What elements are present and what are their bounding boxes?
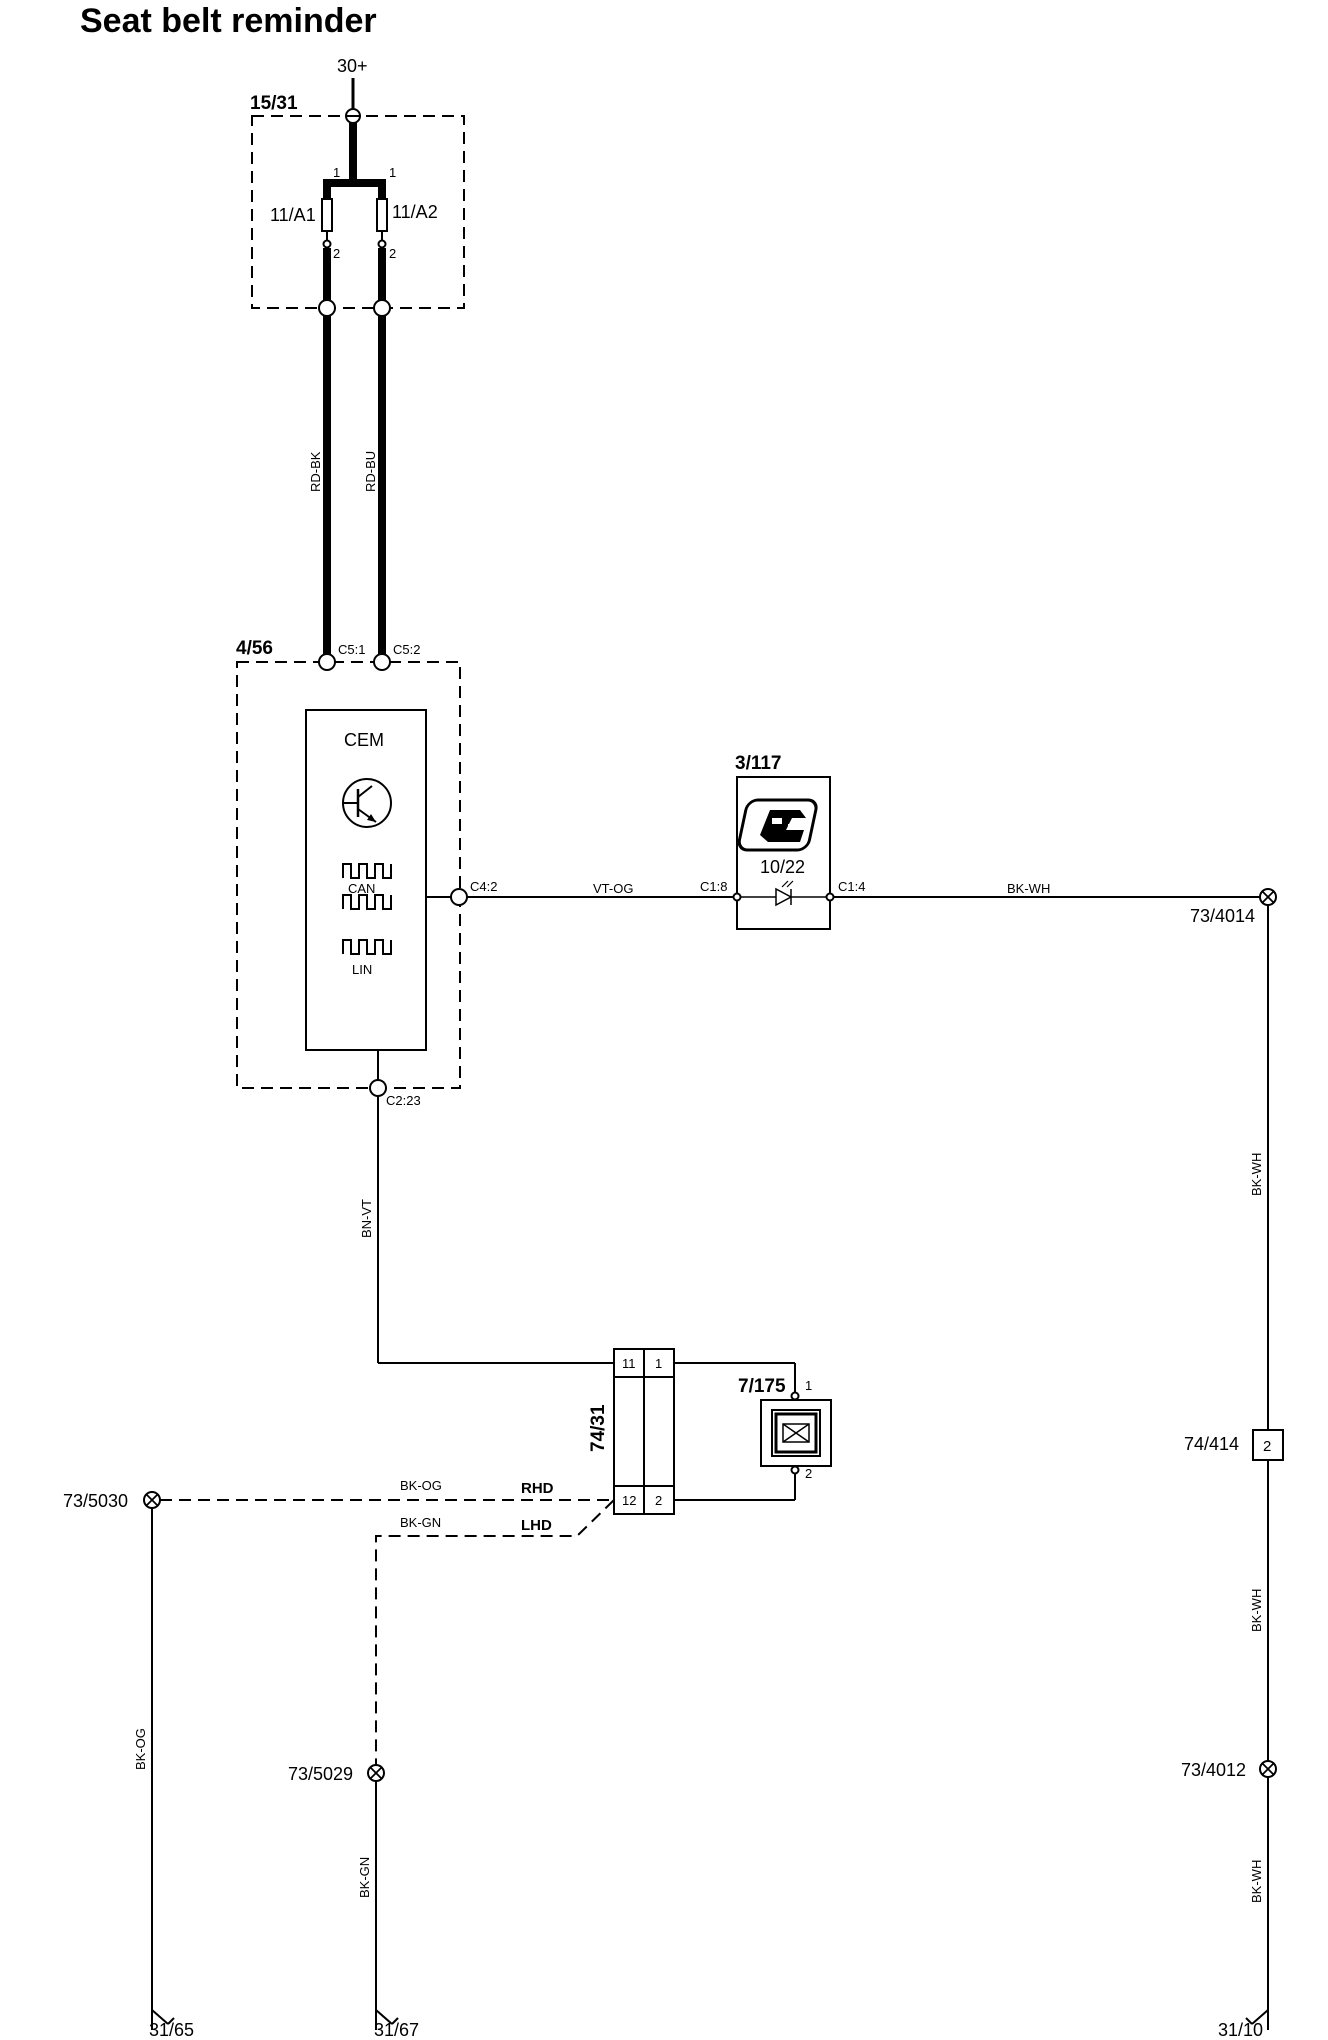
transistor-icon xyxy=(342,778,392,828)
connector-pin-2: 2 xyxy=(655,1493,662,1508)
wire-bk-gn-label: BK-GN xyxy=(400,1515,441,1530)
wire-bk-wh-label-top: BK-WH xyxy=(1007,881,1050,896)
ground-point-5030-icon xyxy=(143,1491,161,1509)
variant-lhd-label: LHD xyxy=(521,1517,552,1534)
diagram-title: Seat belt reminder xyxy=(80,2,377,40)
wire-bk-wh-label-right3: BK-WH xyxy=(1249,1860,1264,1903)
connector-pin-11: 11 xyxy=(622,1356,636,1371)
supply-label: 30+ xyxy=(337,56,368,76)
ground-symbol-31-65 xyxy=(151,2009,175,2030)
fuse1-pin-in: 1 xyxy=(333,165,340,180)
fuse-box-outline xyxy=(251,115,465,309)
fuse-box-id: 15/31 xyxy=(250,93,298,114)
ground-point-4014-icon xyxy=(1259,888,1277,906)
cem-c5-1: C5:1 xyxy=(338,642,365,657)
connector-414-label: 74/414 xyxy=(1184,1434,1239,1454)
fuse-11-a2 xyxy=(376,198,388,232)
ground-point-5029-icon xyxy=(367,1764,385,1782)
ground-31-65-label: 31/65 xyxy=(149,2020,194,2040)
wire-bk-gn-label-vertical: BK-GN xyxy=(357,1857,372,1898)
ground-point-5030-label: 73/5030 xyxy=(63,1491,128,1511)
wire-bk-og-label: BK-OG xyxy=(400,1478,442,1493)
connector-74-414 xyxy=(1252,1429,1284,1461)
wire-rd-bu-label: RD-BU xyxy=(363,451,378,492)
cem-c2-23: C2:23 xyxy=(386,1093,421,1108)
fuse2-pin-in: 1 xyxy=(389,165,396,180)
fuse1-label: 11/A1 xyxy=(270,205,316,225)
cem-label: CEM xyxy=(344,730,384,750)
cem-box xyxy=(305,709,427,1051)
ground-point-4012-label: 73/4012 xyxy=(1181,1760,1246,1780)
connector-414-pin: 2 xyxy=(1263,1438,1271,1455)
ground-symbol-31-10 xyxy=(1245,2009,1269,2030)
fuse-11-a1 xyxy=(321,198,333,232)
belt-buckle-icon xyxy=(771,1409,821,1457)
led-icon xyxy=(741,880,826,907)
cem-c4-2: C4:2 xyxy=(470,879,497,894)
cem-can-label: CAN xyxy=(348,881,375,896)
cem-lin-label: LIN xyxy=(352,962,372,977)
wire-bn-vt-label: BN-VT xyxy=(359,1199,374,1238)
indicator-c1-8: C1:8 xyxy=(700,879,727,894)
can-signal-icon xyxy=(342,863,392,910)
cem-c5-2: C5:2 xyxy=(393,642,420,657)
connector-pin-12: 12 xyxy=(622,1493,636,1508)
fuse2-label: 11/A2 xyxy=(392,202,438,222)
wire-vt-og-label: VT-OG xyxy=(593,881,633,896)
lin-signal-icon xyxy=(342,939,392,955)
seat-belt-warning-icon xyxy=(737,798,818,852)
indicator-c1-4: C1:4 xyxy=(838,879,865,894)
ground-point-4012-icon xyxy=(1259,1760,1277,1778)
fuse1-pin-out: 2 xyxy=(333,246,340,261)
ground-point-5029-label: 73/5029 xyxy=(288,1764,353,1784)
wire-bk-og-label-vertical: BK-OG xyxy=(133,1728,148,1770)
ground-point-4014-label: 73/4014 xyxy=(1190,906,1255,926)
connector-74-31-label: 74/31 xyxy=(588,1404,609,1452)
ground-31-67-label: 31/67 xyxy=(374,2020,419,2040)
wire-bk-gn-lhd xyxy=(375,1499,615,1765)
ground-symbol-31-67 xyxy=(375,2009,399,2030)
variant-rhd-label: RHD xyxy=(521,1480,554,1497)
wire-rd-bk-label: RD-BK xyxy=(308,451,323,492)
buckle-switch-pin2: 2 xyxy=(805,1466,812,1481)
buckle-switch-id: 7/175 xyxy=(738,1376,786,1397)
indicator-id: 3/117 xyxy=(735,753,782,774)
ground-31-10-label: 31/10 xyxy=(1218,2020,1263,2040)
indicator-code: 10/22 xyxy=(760,857,805,877)
buckle-switch-pin1: 1 xyxy=(805,1378,812,1393)
wire-bk-wh-label-right2: BK-WH xyxy=(1249,1589,1264,1632)
connector-pin-1: 1 xyxy=(655,1356,662,1371)
wire-bk-wh-label-right1: BK-WH xyxy=(1249,1153,1264,1196)
cem-id: 4/56 xyxy=(236,638,273,659)
cem-outline xyxy=(236,661,461,1089)
fuse2-pin-out: 2 xyxy=(389,246,396,261)
